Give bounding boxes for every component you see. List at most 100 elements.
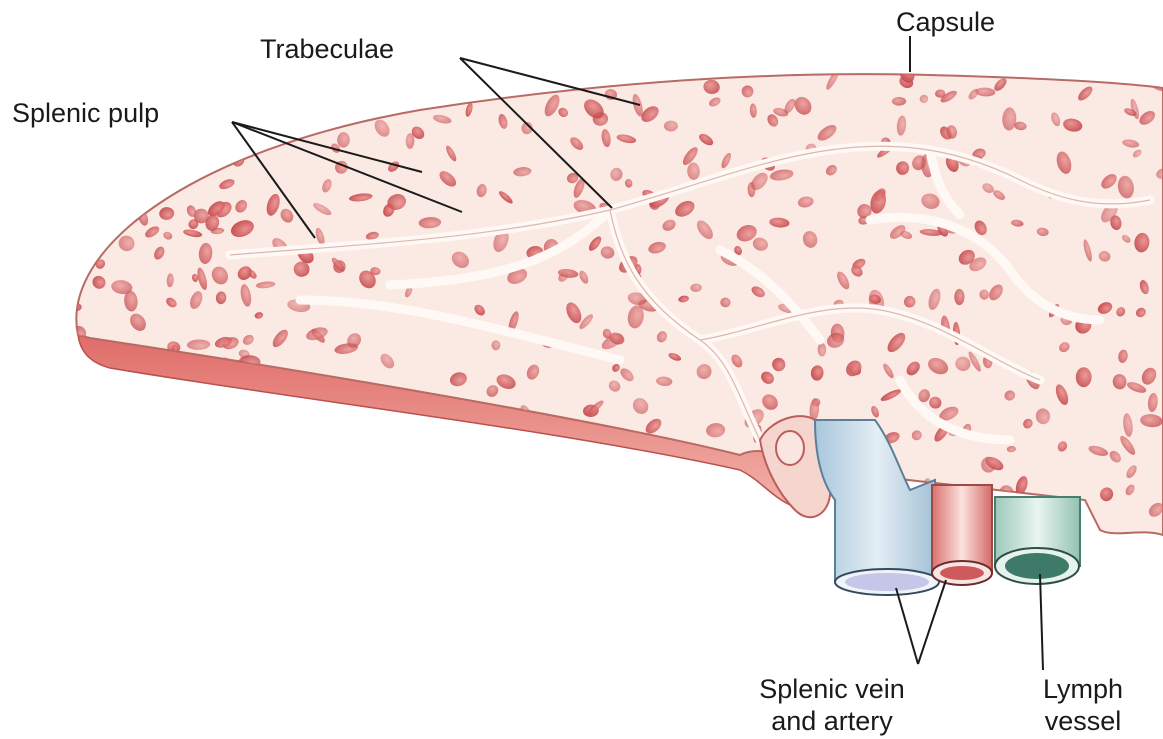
- pulp-spot: [202, 90, 219, 104]
- pulp-spot: [67, 464, 89, 486]
- pulp-spot: [608, 469, 631, 482]
- pulp-spot: [149, 70, 170, 91]
- pulp-spot: [590, 67, 607, 81]
- pulp-spot: [194, 424, 212, 443]
- pulp-spot: [81, 477, 88, 493]
- pulp-spot: [892, 97, 906, 106]
- pulp-spot: [205, 401, 214, 423]
- pulp-spot: [247, 434, 266, 455]
- pulp-spot: [564, 503, 583, 510]
- pulp-spot: [222, 425, 235, 439]
- pulp-spot: [954, 289, 964, 305]
- pulp-spot: [224, 490, 240, 507]
- pulp-spot: [370, 475, 387, 484]
- pulp-spot: [166, 426, 191, 447]
- label-splenic-vein-line1: Splenic vein: [722, 673, 942, 705]
- pulp-spot: [108, 206, 133, 220]
- pulp-spot: [727, 481, 739, 495]
- pulp-spot: [245, 486, 268, 505]
- pulp-spot: [664, 121, 678, 132]
- pulp-spot: [397, 521, 411, 537]
- pulp-spot: [227, 148, 240, 159]
- pulp-spot: [582, 445, 604, 467]
- pulp-spot: [574, 505, 595, 522]
- pulp-spot: [479, 445, 491, 457]
- pulp-spot: [103, 494, 119, 517]
- label-capsule: Capsule: [896, 6, 995, 38]
- pulp-spot: [536, 523, 560, 534]
- pulp-spot: [1102, 64, 1118, 79]
- label-trabeculae: Trabeculae: [260, 33, 394, 65]
- pulp-spot: [568, 471, 581, 483]
- pulp-spot: [126, 182, 139, 199]
- pulp-spot: [560, 472, 580, 489]
- pulp-spot: [639, 531, 655, 549]
- pulp-spot: [360, 507, 378, 529]
- pulp-spot: [230, 472, 245, 482]
- pulp-spot: [643, 464, 655, 476]
- label-splenic-vein-artery: Splenic vein and artery: [722, 673, 942, 737]
- pulp-spot: [207, 446, 226, 462]
- pulp-spot: [168, 405, 187, 423]
- pulp-spot: [104, 150, 120, 171]
- pulp-spot: [109, 158, 128, 178]
- pulp-spot: [65, 291, 76, 308]
- pulp-spot: [83, 148, 97, 165]
- pulp-spot: [193, 399, 211, 424]
- pulp-spot: [243, 72, 268, 98]
- pulp-spot: [104, 385, 129, 398]
- pulp-spot: [248, 479, 267, 495]
- pulp-spot: [680, 518, 704, 536]
- pulp-spot: [291, 409, 303, 424]
- pulp-spot: [78, 430, 98, 450]
- pulp-spot: [76, 435, 89, 446]
- pulp-spot: [171, 490, 192, 516]
- pulp-spot: [157, 162, 173, 175]
- pulp-spot: [1144, 67, 1160, 82]
- pulp-spot: [485, 504, 497, 517]
- pulp-spot: [374, 460, 399, 484]
- pulp-spot: [723, 491, 750, 515]
- pulp-spot: [358, 65, 371, 76]
- pulp-spot: [65, 521, 84, 539]
- pulp-spot: [108, 74, 118, 85]
- pulp-spot: [608, 500, 623, 520]
- pulp-spot: [408, 87, 423, 108]
- pulp-spot: [291, 397, 299, 409]
- pulp-spot: [316, 409, 334, 426]
- pulp-spot: [157, 138, 170, 156]
- pulp-spot: [194, 471, 217, 486]
- pulp-spot: [626, 483, 638, 507]
- pulp-spot: [206, 432, 219, 441]
- pulp-spot: [231, 65, 256, 91]
- pulp-spot: [494, 474, 514, 488]
- pulp-spot: [742, 85, 754, 97]
- pulp-spot: [68, 232, 88, 247]
- pulp-spot: [173, 473, 188, 488]
- pulp-spot: [219, 400, 235, 418]
- label-splenic-pulp: Splenic pulp: [12, 97, 159, 129]
- hilum-small-vessel: [776, 431, 804, 465]
- pulp-spot: [250, 469, 261, 479]
- pulp-spot: [89, 396, 111, 415]
- pulp-spot: [268, 476, 284, 495]
- pulp-spot: [82, 139, 101, 158]
- pulp-spot: [226, 64, 242, 82]
- pulp-spot: [267, 406, 289, 430]
- pulp-spot: [198, 63, 220, 88]
- pulp-spot: [87, 452, 104, 468]
- pulp-spot: [503, 431, 521, 451]
- pulp-spot: [70, 416, 89, 436]
- pulp-spot: [157, 426, 168, 439]
- pulp-spot: [443, 475, 464, 493]
- pulp-spot: [381, 438, 401, 458]
- vessels-leader-2: [918, 580, 946, 664]
- pulp-spot: [429, 491, 444, 505]
- pulp-spot: [146, 411, 162, 425]
- pulp-spot: [85, 224, 108, 251]
- pulp-spot: [264, 463, 284, 482]
- pulp-spot: [262, 504, 276, 528]
- pulp-spot: [689, 494, 700, 505]
